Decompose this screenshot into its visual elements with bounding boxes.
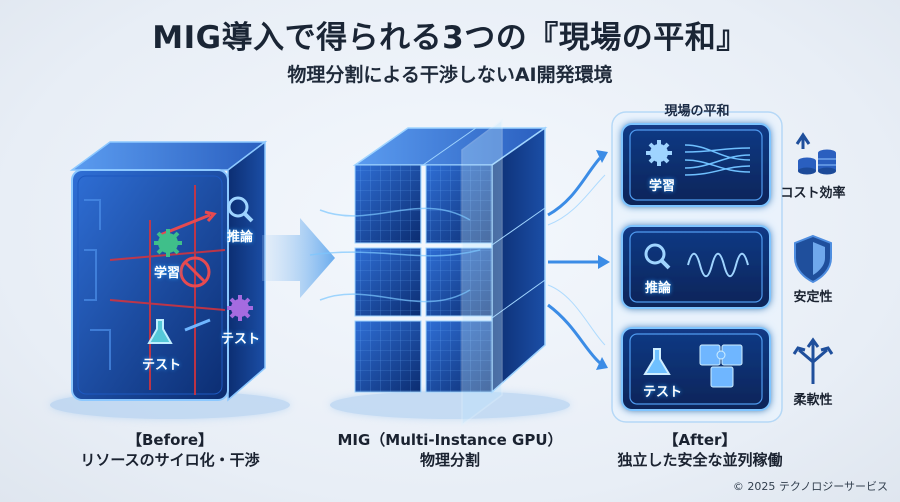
before-label-training: 学習 bbox=[154, 266, 181, 281]
gear-icon bbox=[646, 140, 672, 166]
before-caption-line2: リソースのサイロ化・干渉 bbox=[80, 451, 260, 469]
data-streams-icon bbox=[684, 144, 751, 176]
before-label-test-right: テスト bbox=[221, 332, 261, 347]
prohibited-icon bbox=[179, 256, 211, 288]
mig-caption: MIG（Multi-Instance GPU） 物理分割 bbox=[330, 430, 570, 470]
after-caption-line1: 【After】 bbox=[663, 431, 737, 449]
gear-icon bbox=[154, 229, 182, 257]
mig-gpu-block bbox=[309, 118, 570, 427]
magnifier-icon bbox=[227, 196, 254, 223]
flask-icon bbox=[643, 348, 671, 375]
flow-arrows bbox=[547, 157, 602, 365]
before-gpu-block bbox=[50, 140, 290, 419]
after-card-label-inference: 推論 bbox=[645, 281, 672, 296]
after-card-inference bbox=[621, 225, 771, 309]
page-title: MIG導入で得られる3つの『現場の平和』 bbox=[152, 20, 748, 56]
cost-efficiency-icon bbox=[795, 132, 836, 175]
gear-purple-icon bbox=[227, 295, 253, 321]
benefit-cost-efficiency: コスト効率 bbox=[780, 186, 846, 201]
transition-arrow bbox=[262, 218, 335, 298]
puzzle-icon bbox=[699, 344, 743, 388]
flask-icon bbox=[147, 319, 173, 344]
before-label-inference: 推論 bbox=[227, 230, 254, 245]
after-caption: 【After】 独立した安全な並列稼働 bbox=[600, 430, 800, 470]
mig-caption-line1: MIG（Multi-Instance GPU） bbox=[337, 431, 563, 449]
after-panel-title: 現場の平和 bbox=[664, 104, 730, 119]
after-card-label-training: 学習 bbox=[649, 179, 676, 194]
after-card-training bbox=[621, 123, 771, 207]
copyright: © 2025 テクノロジーサービス bbox=[732, 480, 888, 493]
shield-icon bbox=[794, 234, 832, 284]
after-card-label-test: テスト bbox=[643, 385, 683, 400]
benefit-flexibility: 柔軟性 bbox=[793, 393, 833, 408]
magnifier-icon bbox=[644, 243, 671, 270]
branch-arrows-icon bbox=[792, 337, 834, 384]
page-subtitle: 物理分割による干渉しないAI開発環境 bbox=[287, 64, 613, 86]
after-caption-line2: 独立した安全な並列稼働 bbox=[617, 451, 783, 469]
waveform-icon bbox=[687, 252, 749, 278]
before-caption-line1: 【Before】 bbox=[126, 431, 213, 449]
before-label-test-left: テスト bbox=[142, 358, 182, 373]
benefit-stability: 安定性 bbox=[793, 290, 833, 305]
before-caption: 【Before】 リソースのサイロ化・干渉 bbox=[70, 430, 270, 470]
after-card-test bbox=[621, 327, 771, 411]
mig-caption-line2: 物理分割 bbox=[419, 451, 480, 469]
